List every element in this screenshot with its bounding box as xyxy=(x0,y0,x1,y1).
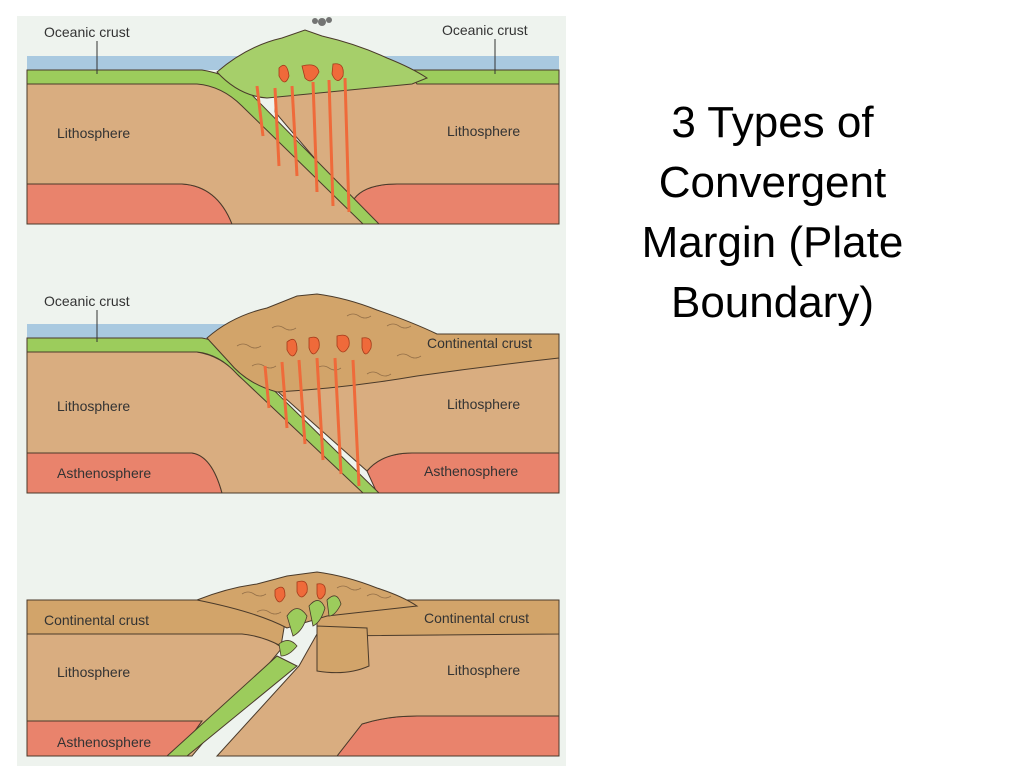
eruption-plume xyxy=(312,17,332,26)
label-lithosphere-left: Lithosphere xyxy=(57,398,130,414)
panel-continental-continental: Continental crust Continental crust Lith… xyxy=(26,571,560,757)
label-continental-crust-right: Continental crust xyxy=(424,610,529,626)
right-oceanic-crust xyxy=(406,69,560,85)
label-lithosphere-right: Lithosphere xyxy=(447,396,520,412)
label-oceanic-crust-right: Oceanic crust xyxy=(442,22,528,38)
label-lithosphere-left: Lithosphere xyxy=(57,125,130,141)
label-lithosphere-right: Lithosphere xyxy=(447,123,520,139)
slide-title: 3 Types of Convergent Margin (Plate Boun… xyxy=(600,93,945,333)
crust-root-block xyxy=(316,625,370,674)
crust-texture xyxy=(236,313,422,377)
title-line-3: Margin (Plate xyxy=(641,218,904,267)
magma-chambers xyxy=(286,334,372,357)
rising-magma-dikes xyxy=(263,357,361,487)
title-line-1: 3 Types of xyxy=(671,98,874,147)
label-continental-crust-left: Continental crust xyxy=(44,612,149,628)
label-asthenosphere-left: Asthenosphere xyxy=(57,465,151,481)
label-lithosphere-right: Lithosphere xyxy=(447,662,520,678)
label-asthenosphere-right: Asthenosphere xyxy=(424,463,518,479)
asthenosphere-layer xyxy=(26,183,233,225)
label-oceanic-crust-left: Oceanic crust xyxy=(44,24,130,40)
rising-magma-dikes xyxy=(255,77,351,213)
green-suture-zone xyxy=(278,595,342,657)
title-line-4: Boundary) xyxy=(670,278,874,327)
crust-texture xyxy=(241,585,392,615)
label-oceanic-crust-left: Oceanic crust xyxy=(44,293,130,309)
panel-oceanic-oceanic: Oceanic crust Oceanic crust Lithosphere … xyxy=(26,17,560,225)
magma-chambers xyxy=(278,63,344,83)
label-asthenosphere-left: Asthenosphere xyxy=(57,734,151,750)
title-line-2: Convergent xyxy=(658,158,887,207)
ocean-water xyxy=(27,324,227,338)
label-continental-crust-right: Continental crust xyxy=(427,335,532,351)
asthenosphere-layer-right xyxy=(351,183,560,225)
magma-chambers xyxy=(274,580,326,603)
subducting-oceanic-crust xyxy=(26,69,381,225)
collision-mountain-range xyxy=(195,571,419,629)
label-lithosphere-left: Lithosphere xyxy=(57,664,130,680)
subducted-slab xyxy=(165,655,298,757)
panel-oceanic-continental: Oceanic crust Continental crust Lithosph… xyxy=(26,293,560,494)
island-arc-volcano xyxy=(216,29,429,99)
right-lithosphere xyxy=(215,631,560,757)
convergent-margin-diagram: Oceanic crust Oceanic crust Lithosphere … xyxy=(17,16,566,766)
